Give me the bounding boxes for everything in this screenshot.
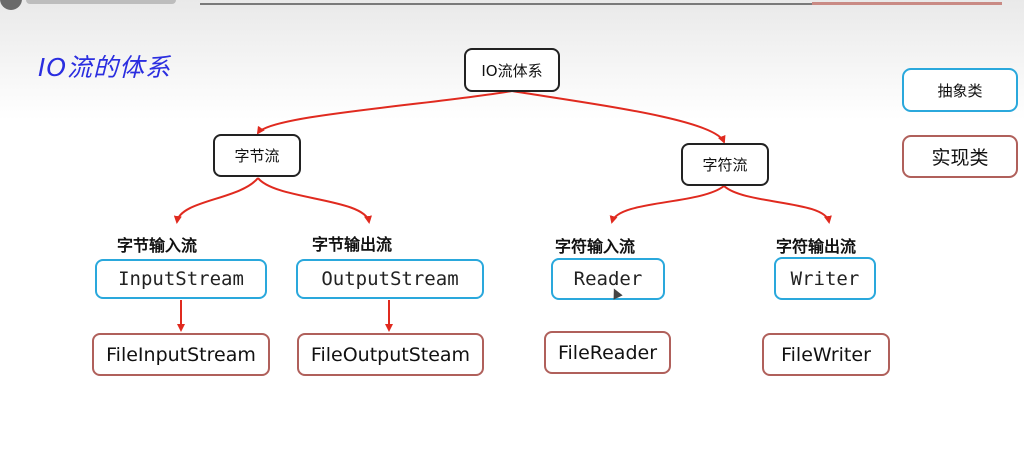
reader-node: Reader [551,258,665,300]
inputstream-label: InputStream [118,268,244,290]
writer-label: Writer [790,267,860,290]
fileinputstream-label: FileInputStream [106,343,256,366]
writer-node: Writer [774,257,876,300]
avatar [0,0,22,10]
arrow-char-to-input [609,185,725,224]
fileoutputsteam-label: FileOutputSteam [310,343,471,366]
outputstream-node: OutputStream [296,259,484,299]
char-stream-node: 字符流 [681,143,769,186]
legend-abstract-label: 抽象类 [937,81,983,100]
byte-input-flow-label: 字节输入流 [117,236,198,255]
filewriter-label: FileWriter [781,343,871,366]
byte-stream-node: 字节流 [213,134,301,177]
filereader-label: FileReader [557,341,658,364]
char-output-flow-label: 字符输出流 [776,237,857,256]
top-divider [200,3,1000,5]
char-input-flow-label: 字符输入流 [555,237,636,256]
legend-abstract: 抽象类 [902,68,1018,112]
top-divider-accent [812,2,1002,5]
arrow-char-to-output [723,185,832,224]
byte-output-flow-label: 字节输出流 [312,235,393,254]
header-tab [26,0,176,4]
arrow-byte-to-input [173,177,259,224]
filereader-node: FileReader [544,331,671,374]
char-stream-label: 字符流 [702,156,748,174]
root-node-label: IO流体系 [481,61,543,80]
filewriter-node: FileWriter [762,333,890,376]
page-title: IO流的体系 [38,53,172,82]
inputstream-node: InputStream [95,259,267,299]
fileoutputsteam-node: FileOutputSteam [297,333,484,376]
arrow-root-to-byte [256,90,513,135]
root-node: IO流体系 [464,48,560,92]
byte-stream-label: 字节流 [234,147,280,165]
legend-implementation: 实现类 [902,135,1018,178]
arrow-byte-to-output [257,177,372,224]
fileinputstream-node: FileInputStream [92,333,270,376]
arrow-root-to-char [511,90,726,144]
legend-implementation-label: 实现类 [931,147,989,169]
reader-label: Reader [573,268,643,290]
outputstream-label: OutputStream [321,268,459,290]
